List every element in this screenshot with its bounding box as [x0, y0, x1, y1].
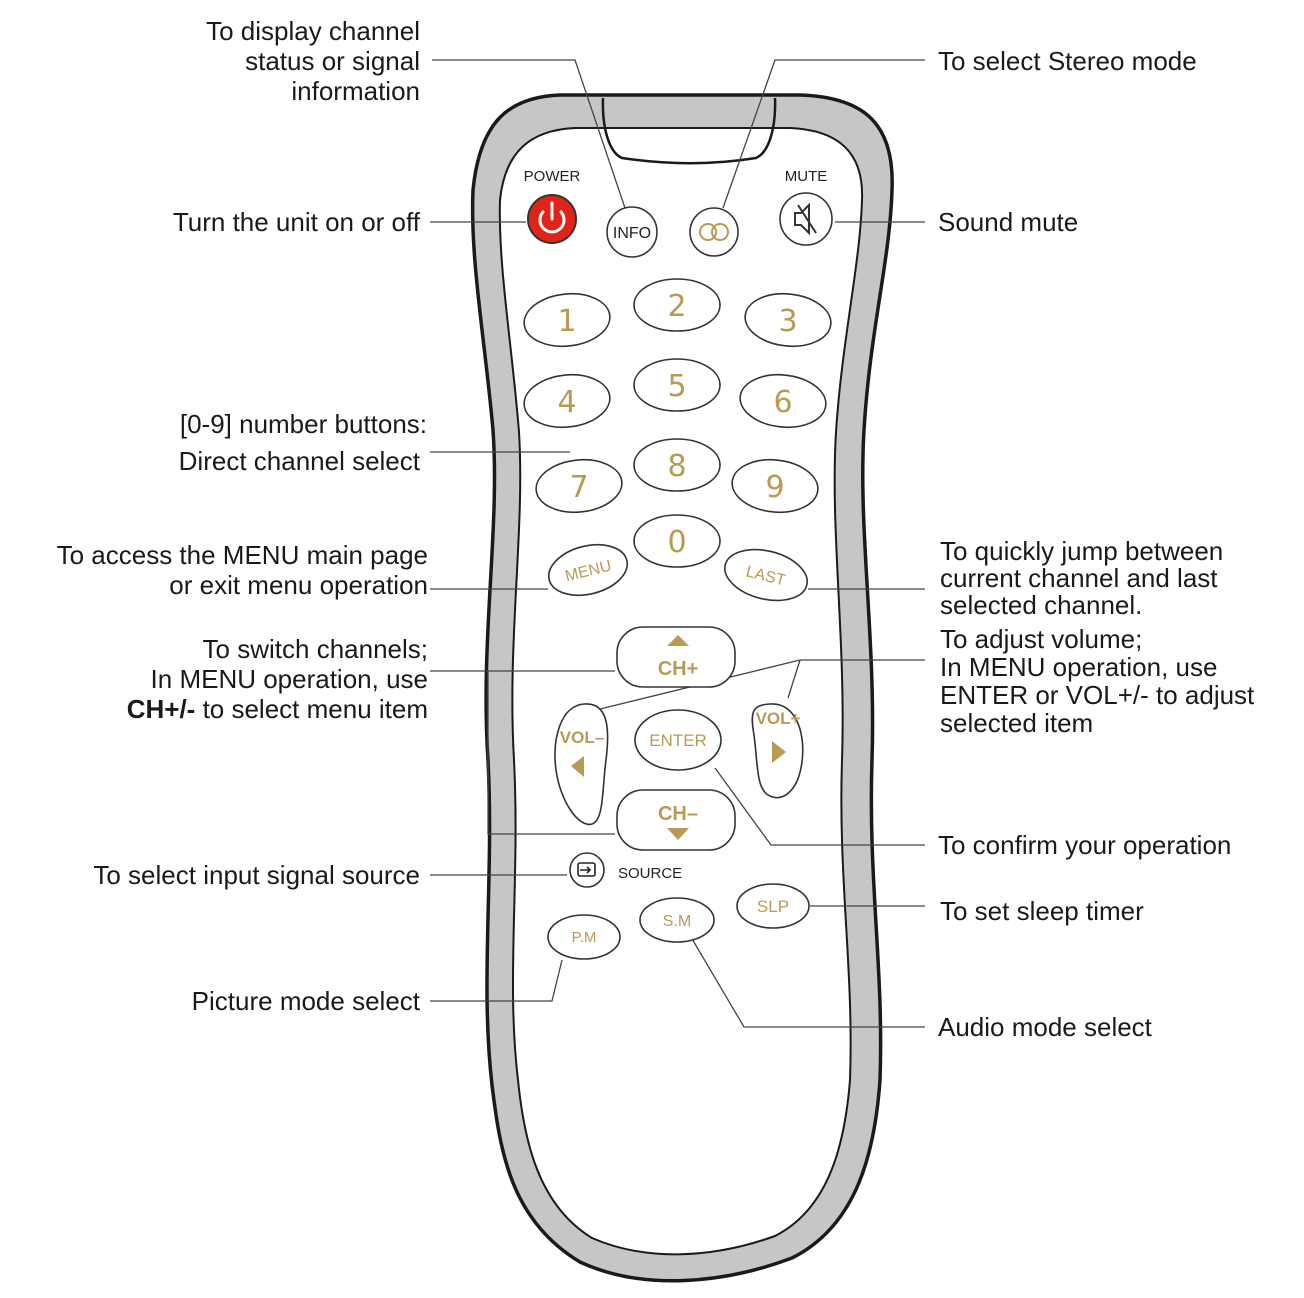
- svg-text:or exit menu operation: or exit menu operation: [169, 570, 428, 600]
- digit-button-6[interactable]: 6: [738, 371, 829, 432]
- remote-body: [470, 93, 894, 1283]
- ch-plus-button[interactable]: CH+: [616, 626, 736, 688]
- svg-text:current channel and last: current channel and last: [940, 563, 1218, 593]
- digit-label: 6: [773, 385, 792, 420]
- vol-plus-label: VOL+: [756, 709, 801, 728]
- digit-button-9[interactable]: 9: [730, 456, 821, 517]
- digit-label: 7: [569, 470, 588, 505]
- callout-power: Turn the unit on or off: [173, 207, 421, 237]
- slp-label: SLP: [757, 897, 789, 916]
- svg-text:In MENU operation, use: In MENU operation, use: [940, 652, 1217, 682]
- digit-label: 2: [667, 289, 686, 324]
- ch-minus-button[interactable]: CH–: [616, 789, 736, 851]
- source-button[interactable]: [569, 852, 605, 888]
- callout-channel-rest: to select menu item: [195, 694, 428, 724]
- callout-channel: To switch channels; In MENU operation, u…: [127, 634, 428, 724]
- svg-text:selected item: selected item: [940, 708, 1093, 738]
- svg-text:selected channel.: selected channel.: [940, 590, 1142, 620]
- svg-text:status or signal: status or signal: [245, 46, 420, 76]
- digit-label: 4: [557, 385, 576, 420]
- stereo-icon: [699, 223, 729, 241]
- arrow-left-icon: [571, 756, 584, 777]
- sm-label: S.M: [663, 913, 691, 930]
- digit-button-4[interactable]: 4: [522, 371, 613, 432]
- svg-text:[0-9] number buttons:: [0-9] number buttons:: [180, 409, 427, 439]
- ch-plus-label: CH+: [658, 658, 699, 680]
- callout-sleep: To set sleep timer: [940, 896, 1144, 926]
- svg-text:To access the MENU main page: To access the MENU main page: [57, 540, 428, 570]
- svg-text:CH+/- to select menu item: CH+/- to select menu item: [127, 694, 428, 724]
- callout-source: To select input signal source: [93, 860, 420, 890]
- mute-button[interactable]: [779, 192, 833, 246]
- last-button[interactable]: LAST: [719, 542, 812, 609]
- svg-text:To switch channels;: To switch channels;: [203, 634, 428, 664]
- callout-volume: To adjust volume; In MENU operation, use…: [940, 624, 1255, 738]
- menu-button[interactable]: MENU: [543, 537, 632, 603]
- enter-button[interactable]: ENTER: [634, 709, 722, 771]
- svg-text:ENTER or VOL+/- to adjust: ENTER or VOL+/- to adjust: [940, 680, 1255, 710]
- digit-label: 5: [667, 369, 686, 404]
- power-label: POWER: [524, 168, 581, 185]
- power-icon: [538, 210, 566, 234]
- source-label: SOURCE: [618, 865, 682, 882]
- digit-button-8[interactable]: 8: [633, 438, 721, 492]
- callout-mute: Sound mute: [938, 207, 1078, 237]
- callout-stereo: To select Stereo mode: [938, 46, 1197, 76]
- digit-button-2[interactable]: 2: [633, 278, 721, 332]
- sm-button[interactable]: S.M: [639, 897, 715, 943]
- svg-text:To display channel: To display channel: [206, 16, 420, 46]
- slp-button[interactable]: SLP: [736, 883, 810, 929]
- input-source-icon: [577, 862, 596, 877]
- svg-text:Direct channel select: Direct channel select: [179, 446, 421, 476]
- svg-text:In MENU operation, use: In MENU operation, use: [151, 664, 428, 694]
- digit-label: 9: [765, 470, 784, 505]
- info-button-label: INFO: [613, 225, 651, 242]
- ch-minus-label: CH–: [658, 803, 698, 825]
- arrow-right-icon: [772, 741, 786, 763]
- ir-window: [601, 97, 777, 165]
- callout-audio: Audio mode select: [938, 1012, 1153, 1042]
- leader-lines: [430, 59, 925, 1028]
- digit-label: 1: [557, 304, 576, 339]
- digit-button-7[interactable]: 7: [534, 456, 625, 517]
- svg-text:To adjust volume;: To adjust volume;: [940, 624, 1142, 654]
- callout-numbers: [0-9] number buttons: Direct channel sel…: [179, 409, 427, 476]
- digit-label: 0: [667, 525, 686, 560]
- pm-button[interactable]: P.M: [547, 914, 621, 960]
- svg-text:To quickly jump between: To quickly jump between: [940, 536, 1223, 566]
- mute-speaker-icon: [794, 202, 817, 236]
- mute-label: MUTE: [785, 168, 828, 185]
- callout-menu: To access the MENU main page or exit men…: [57, 540, 428, 600]
- digit-label: 3: [778, 304, 797, 339]
- callout-picture: Picture mode select: [192, 986, 421, 1016]
- stereo-button[interactable]: [689, 207, 739, 257]
- vol-minus-label: VOL–: [560, 728, 604, 747]
- vol-plus-button[interactable]: VOL+: [751, 703, 804, 799]
- number-pad: 1 2 3 4 5 6 7 8: [522, 278, 834, 568]
- callout-info: To display channel status or signal info…: [206, 16, 420, 106]
- power-button[interactable]: [527, 194, 577, 244]
- digit-button-1[interactable]: 1: [522, 290, 613, 351]
- info-button[interactable]: INFO: [606, 206, 658, 258]
- pm-label: P.M: [572, 929, 597, 946]
- digit-button-0[interactable]: 0: [633, 514, 721, 568]
- digit-label: 8: [667, 449, 686, 484]
- arrow-up-icon: [667, 635, 689, 646]
- callout-enter: To confirm your operation: [938, 830, 1231, 860]
- callout-last: To quickly jump between current channel …: [940, 536, 1223, 620]
- digit-button-5[interactable]: 5: [633, 358, 721, 412]
- vol-minus-button[interactable]: VOL–: [554, 703, 609, 825]
- svg-text:information: information: [291, 76, 420, 106]
- arrow-down-icon: [667, 828, 689, 840]
- callout-channel-bold: CH+/-: [127, 694, 196, 724]
- enter-label: ENTER: [649, 731, 707, 750]
- digit-button-3[interactable]: 3: [743, 290, 834, 351]
